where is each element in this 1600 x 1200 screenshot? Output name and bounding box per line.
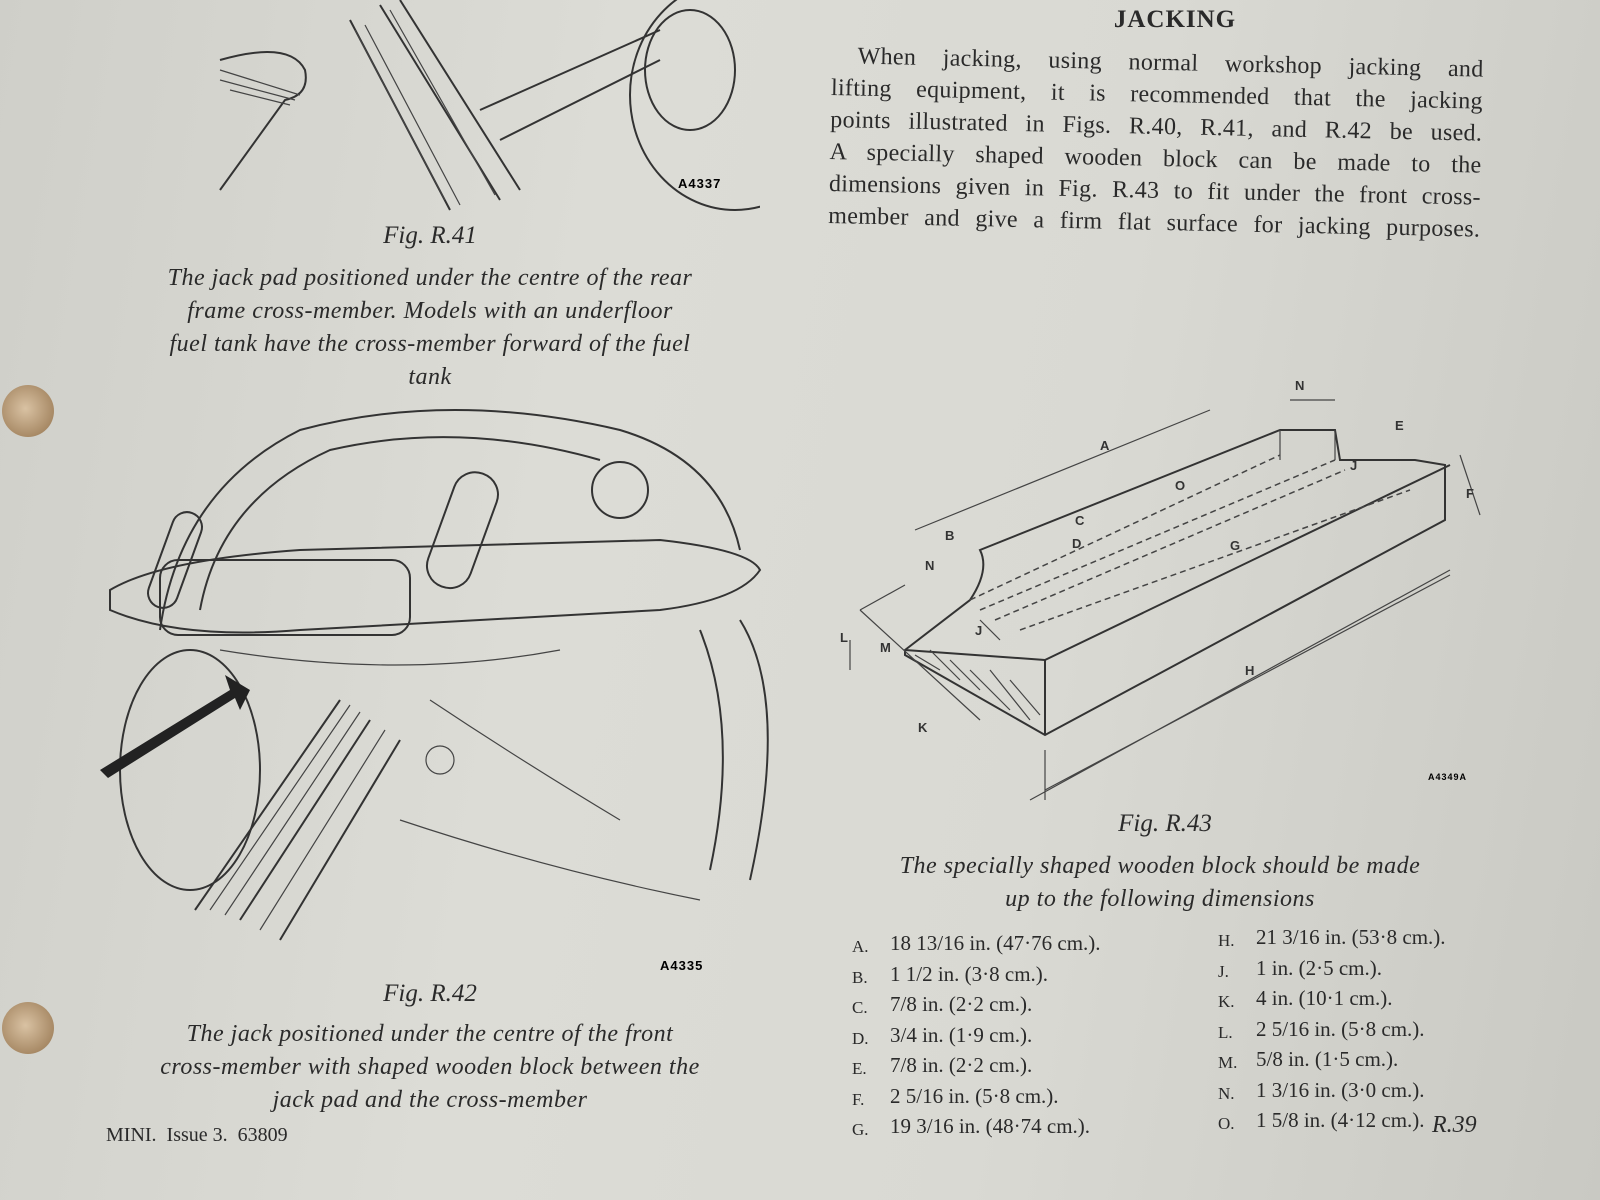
label-h: H	[1245, 663, 1254, 678]
dimension-key: K.	[1218, 992, 1235, 1011]
dimension-value: 18 13/16 in. (47·76 cm.).	[890, 931, 1101, 955]
dimension-key: L.	[1218, 1022, 1233, 1042]
punch-hole	[2, 385, 54, 437]
dimension-item: H. 21 3/16 in. (53·8 cm.).	[1218, 924, 1446, 955]
label-d: D	[1072, 536, 1081, 551]
dimension-key: E.	[852, 1059, 867, 1078]
caption-line: fuel tank have the cross-member forward …	[169, 331, 691, 357]
fig-r41-label: Fig. R.41	[383, 222, 477, 249]
dimension-value: 1 in. (2·5 cm.).	[1256, 955, 1382, 980]
dimension-key: N.	[1218, 1083, 1235, 1103]
caption-line: frame cross-member. Models with an under…	[187, 298, 673, 324]
dimension-value: 7/8 in. (2·2 cm.).	[890, 1053, 1033, 1077]
dimension-value: 1 5/8 in. (4·12 cm.).	[1256, 1108, 1425, 1132]
fig-r43-caption: The specially shaped wooden block should…	[845, 850, 1475, 916]
label-e: E	[1395, 418, 1404, 433]
caption-line: The specially shaped wooden block should…	[899, 853, 1421, 879]
caption-line: jack pad and the cross-member	[272, 1087, 588, 1113]
fig-r42-illustration: A4335	[100, 409, 769, 973]
dimension-value: 1 3/16 in. (3·0 cm.).	[1256, 1077, 1425, 1102]
label-o: O	[1175, 478, 1185, 493]
label-k: K	[918, 720, 928, 735]
fig-r42-caption: The jack positioned under the centre of …	[110, 1018, 750, 1117]
punch-hole	[2, 1002, 54, 1054]
caption-line: The jack pad positioned under the centre…	[167, 265, 693, 291]
fig-r41-caption: The jack pad positioned under the centre…	[110, 262, 750, 394]
caption-line: tank	[408, 364, 452, 390]
fig-r42-label: Fig. R.42	[383, 980, 477, 1007]
dimension-item: E. 7/8 in. (2·2 cm.).	[852, 1052, 1101, 1083]
dimension-key: H.	[1218, 931, 1235, 950]
dimension-key: G.	[852, 1120, 869, 1139]
fig-r41-illustration: A4337	[219, 0, 760, 211]
section-heading: JACKING	[1113, 6, 1237, 33]
label-a: A	[1100, 438, 1110, 453]
dimension-item: N. 1 3/16 in. (3·0 cm.).	[1218, 1077, 1446, 1108]
section-body: When jacking, using normal workshop jack…	[828, 40, 1484, 246]
label-b: B	[945, 528, 954, 543]
label-n: N	[1295, 378, 1304, 393]
dimension-value: 21 3/16 in. (53·8 cm.).	[1256, 925, 1446, 949]
fig-r41-code: A4337	[678, 176, 721, 191]
dimension-item: J. 1 in. (2·5 cm.).	[1218, 955, 1446, 986]
dimension-key: M.	[1218, 1053, 1238, 1072]
fig-r43-label: Fig. R.43	[1118, 810, 1212, 837]
dimension-item: L. 2 5/16 in. (5·8 cm.).	[1218, 1016, 1446, 1047]
dimension-value: 2 5/16 in. (5·8 cm.).	[1256, 1016, 1425, 1041]
dimension-item: C. 7/8 in. (2·2 cm.).	[852, 991, 1101, 1022]
dimension-value: 2 5/16 in. (5·8 cm.).	[890, 1083, 1059, 1108]
dimension-item: A. 18 13/16 in. (47·76 cm.).	[852, 930, 1101, 961]
label-m: M	[880, 640, 891, 655]
dimension-value: 7/8 in. (2·2 cm.).	[890, 992, 1033, 1016]
dimension-key: J.	[1218, 961, 1229, 981]
dimensions-list-left: A. 18 13/16 in. (47·76 cm.). B. 1 1/2 in. …	[852, 930, 1101, 1144]
fig-r43-code: A4349A	[1428, 772, 1467, 782]
label-l: L	[840, 630, 848, 645]
diagram-labels: A B C D E F G H J J K L M N N O	[840, 378, 1474, 735]
dimension-item: K. 4 in. (10·1 cm.).	[1218, 985, 1446, 1016]
label-f: F	[1466, 486, 1474, 501]
dimension-key: C.	[852, 998, 868, 1017]
dimension-item: O. 1 5/8 in. (4·12 cm.).	[1218, 1107, 1446, 1138]
label-j: J	[1350, 458, 1357, 473]
dimension-value: 4 in. (10·1 cm.).	[1256, 986, 1393, 1010]
label-g: G	[1230, 538, 1240, 553]
dimension-item: B. 1 1/2 in. (3·8 cm.).	[852, 961, 1101, 992]
fig-r42-code: A4335	[660, 958, 703, 973]
dimension-item: D. 3/4 in. (1·9 cm.).	[852, 1022, 1101, 1053]
dimension-key: D.	[852, 1028, 869, 1048]
caption-line: up to the following dimensions	[1005, 886, 1315, 912]
footer-issue: MINI. Issue 3. 63809	[106, 1124, 288, 1146]
dimension-value: 5/8 in. (1·5 cm.).	[1256, 1047, 1399, 1071]
label-n: N	[925, 558, 934, 573]
dimension-key: O.	[1218, 1114, 1235, 1133]
label-c: C	[1075, 513, 1085, 528]
label-j: J	[975, 623, 982, 638]
caption-line: cross-member with shaped wooden block be…	[160, 1054, 700, 1080]
dimension-key: B.	[852, 967, 868, 987]
dimension-key: F.	[852, 1089, 865, 1109]
dimension-item: G. 19 3/16 in. (48·74 cm.).	[852, 1113, 1101, 1144]
dimension-value: 3/4 in. (1·9 cm.).	[890, 1022, 1033, 1047]
dimension-key: A.	[852, 937, 869, 956]
dimension-item: M. 5/8 in. (1·5 cm.).	[1218, 1046, 1446, 1077]
dimension-value: 19 3/16 in. (48·74 cm.).	[890, 1114, 1091, 1138]
caption-line: The jack positioned under the centre of …	[186, 1021, 674, 1047]
fig-r43-diagram: A B C D E F G H J J K L M N N O A4349A	[840, 378, 1481, 801]
page-number: R.39	[1432, 1112, 1477, 1138]
dimensions-list-right: H. 21 3/16 in. (53·8 cm.). J. 1 in. (2·5 c…	[1218, 924, 1446, 1138]
dimension-value: 1 1/2 in. (3·8 cm.).	[890, 961, 1049, 986]
dimension-item: F. 2 5/16 in. (5·8 cm.).	[852, 1083, 1101, 1114]
